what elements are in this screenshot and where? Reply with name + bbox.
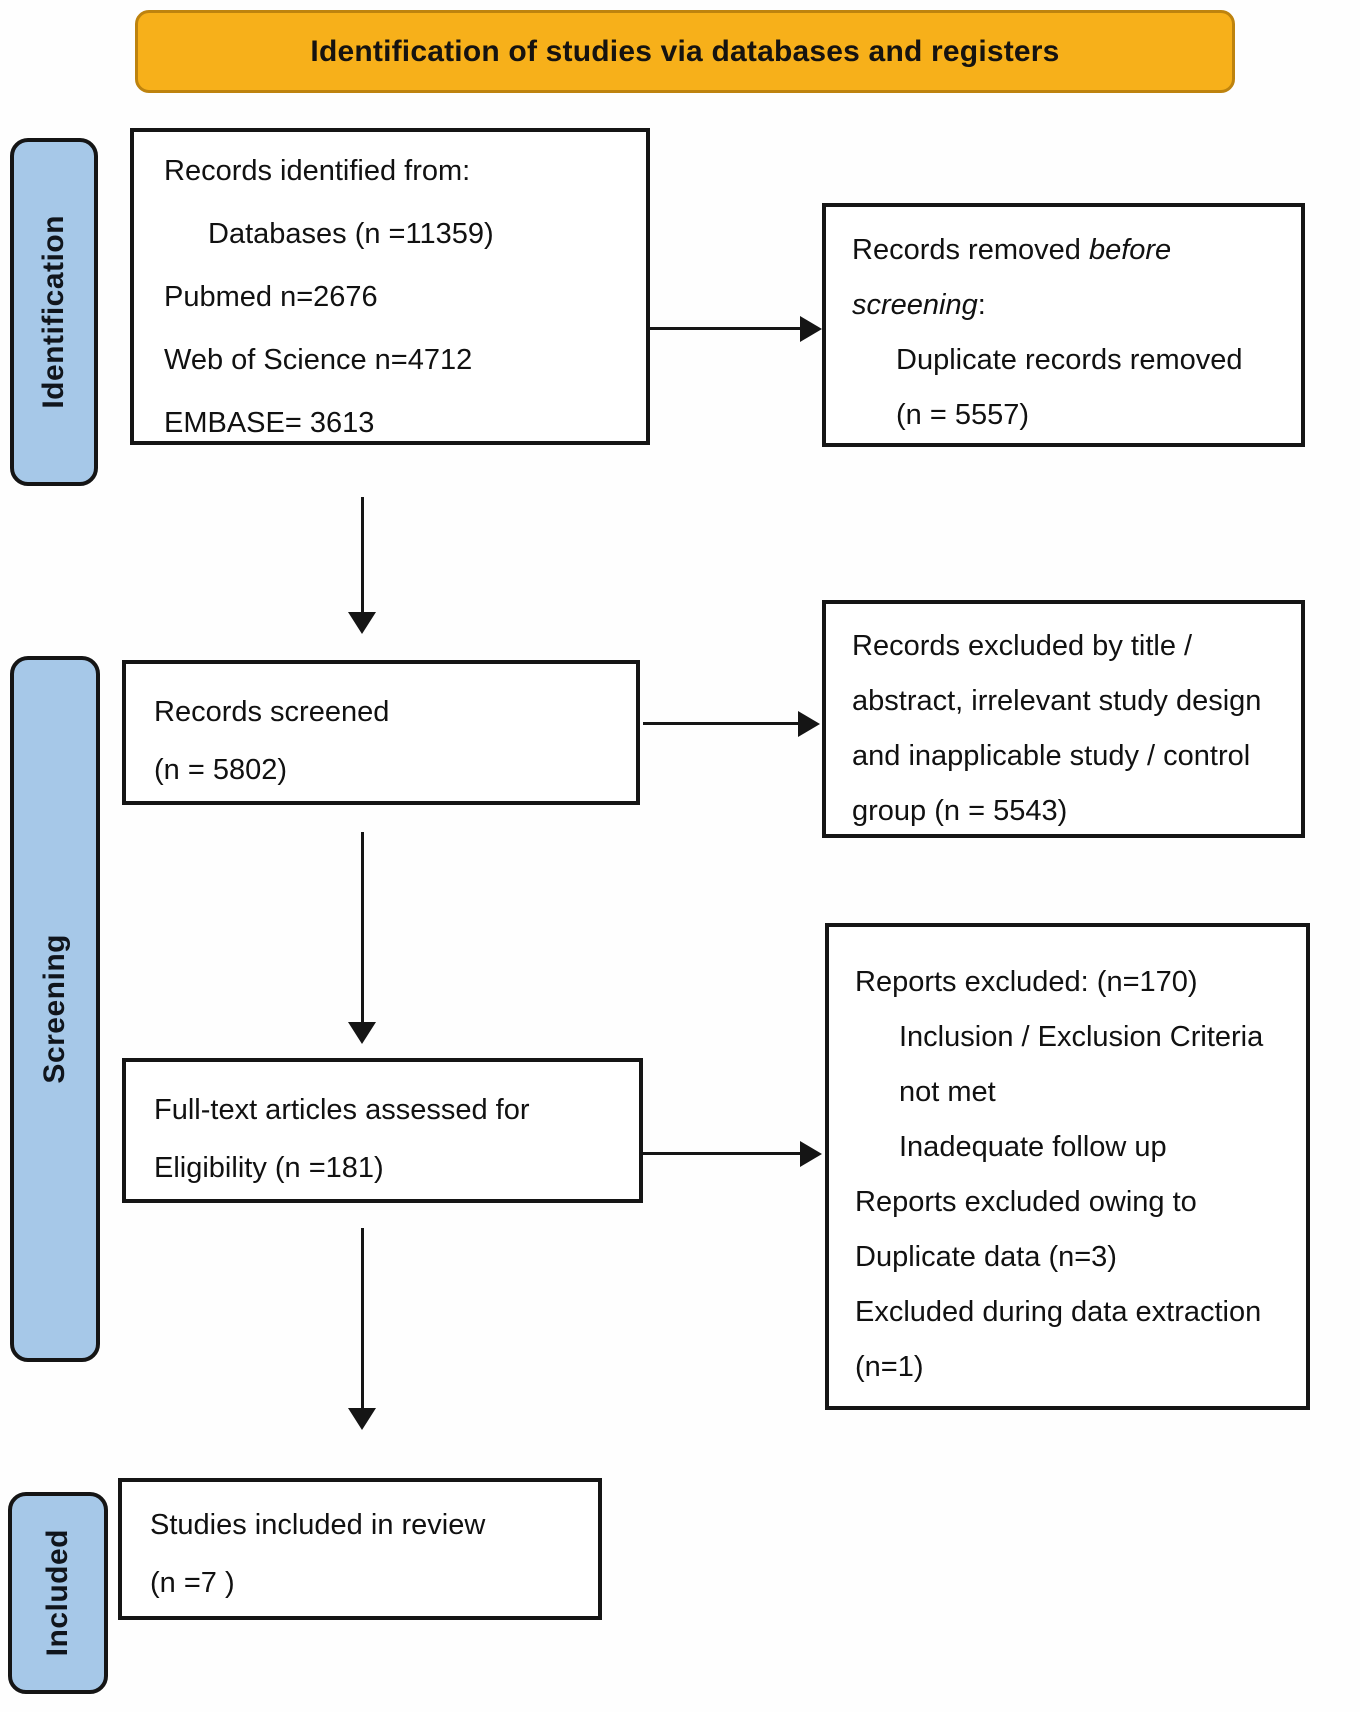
box-text-line: Eligibility (n =181) <box>154 1152 384 1184</box>
box-records-screened: Records screened (n = 5802) <box>122 660 640 805</box>
diagram-title: Identification of studies via databases … <box>310 34 1060 68</box>
arrow-screened-to-fulltext-line <box>361 832 364 1025</box>
box-text-line: abstract, irrelevant study design <box>852 685 1262 717</box>
box-records-excluded: Records excluded by title / abstract, irr… <box>822 600 1305 838</box>
box-text-line: Records identified from: <box>164 155 471 187</box>
arrow-down-icon <box>348 612 376 634</box>
arrow-screened-to-excluded-line <box>643 722 800 725</box>
box-text-line: not met <box>899 1076 996 1108</box>
arrow-right-icon <box>800 1141 822 1167</box>
box-text-line: (n = 5557) <box>896 399 1030 431</box>
box-text-line: Databases (n =11359) <box>208 218 494 250</box>
box-text-line: Reports excluded: (n=170) <box>855 966 1198 998</box>
box-text-line: group (n = 5543) <box>852 795 1068 827</box>
box-text-line: and inapplicable study / control <box>852 740 1251 772</box>
stage-label-text: Identification <box>37 215 70 409</box>
arrow-right-icon <box>800 316 822 342</box>
box-text-line: (n=1) <box>855 1351 924 1383</box>
box-text-line: Records removed before <box>852 234 1172 266</box>
box-text-line: Duplicate records removed <box>896 344 1243 376</box>
stage-label-screening: Screening <box>10 656 100 1362</box>
box-text-line: screening: <box>852 289 986 321</box>
arrow-right-icon <box>798 711 820 737</box>
box-text-line: Web of Science n=4712 <box>164 344 473 376</box>
box-text-line: Inclusion / Exclusion Criteria <box>899 1021 1264 1053</box>
box-text-line: Excluded during data extraction <box>855 1296 1262 1328</box>
box-text-line: (n = 5802) <box>154 754 288 786</box>
box-text-line: Full-text articles assessed for <box>154 1094 530 1126</box>
box-text-line: Duplicate data (n=3) <box>855 1241 1117 1273</box>
box-text-line: EMBASE= 3613 <box>164 407 375 439</box>
arrow-fulltext-to-reports-excluded-line <box>643 1152 800 1155</box>
box-text-line: (n =7 ) <box>150 1567 235 1599</box>
box-text-line: Pubmed n=2676 <box>164 281 378 313</box>
arrow-down-icon <box>348 1408 376 1430</box>
box-records-identified: Records identified from: Databases (n =11… <box>130 128 650 445</box>
box-studies-included: Studies included in review (n =7 ) <box>118 1478 602 1620</box>
box-records-removed-before-screening: Records removed before screening: Duplicat… <box>822 203 1305 447</box>
diagram-title-banner: Identification of studies via databases … <box>135 10 1235 93</box>
arrow-fulltext-to-included-line <box>361 1228 364 1411</box>
box-reports-excluded: Reports excluded: (n=170) Inclusion / Exc… <box>825 923 1310 1410</box>
box-text-line: Records excluded by title / <box>852 630 1193 662</box>
stage-label-text: Included <box>41 1529 74 1657</box>
box-text-line: Records screened <box>154 696 390 728</box>
arrow-down-icon <box>348 1022 376 1044</box>
box-text-line: Reports excluded owing to <box>855 1186 1197 1218</box>
box-text-line: Inadequate follow up <box>899 1131 1167 1163</box>
stage-label-text: Screening <box>38 934 71 1084</box>
stage-label-identification: Identification <box>10 138 98 486</box>
arrow-identified-to-screened-line <box>361 497 364 615</box>
stage-label-included: Included <box>8 1492 108 1694</box>
arrow-identified-to-removed-line <box>650 327 806 330</box>
box-text-line: Studies included in review <box>150 1509 486 1541</box>
